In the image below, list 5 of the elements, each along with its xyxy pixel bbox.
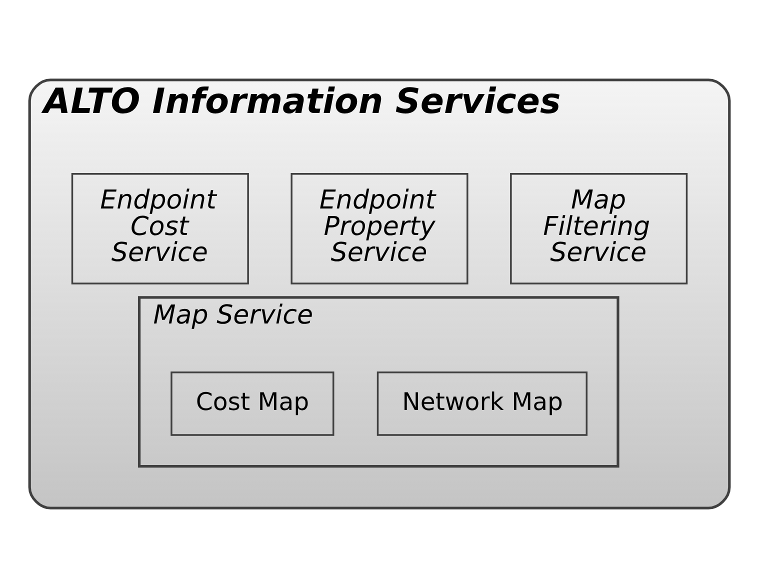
node-box: Endpoint Cost Service <box>71 173 249 284</box>
node-box: Cost Map <box>170 371 334 436</box>
node-box: Map Filtering Service <box>510 173 688 284</box>
node-box: Endpoint Property Service <box>290 173 468 284</box>
node-box: Network Map <box>376 371 588 436</box>
